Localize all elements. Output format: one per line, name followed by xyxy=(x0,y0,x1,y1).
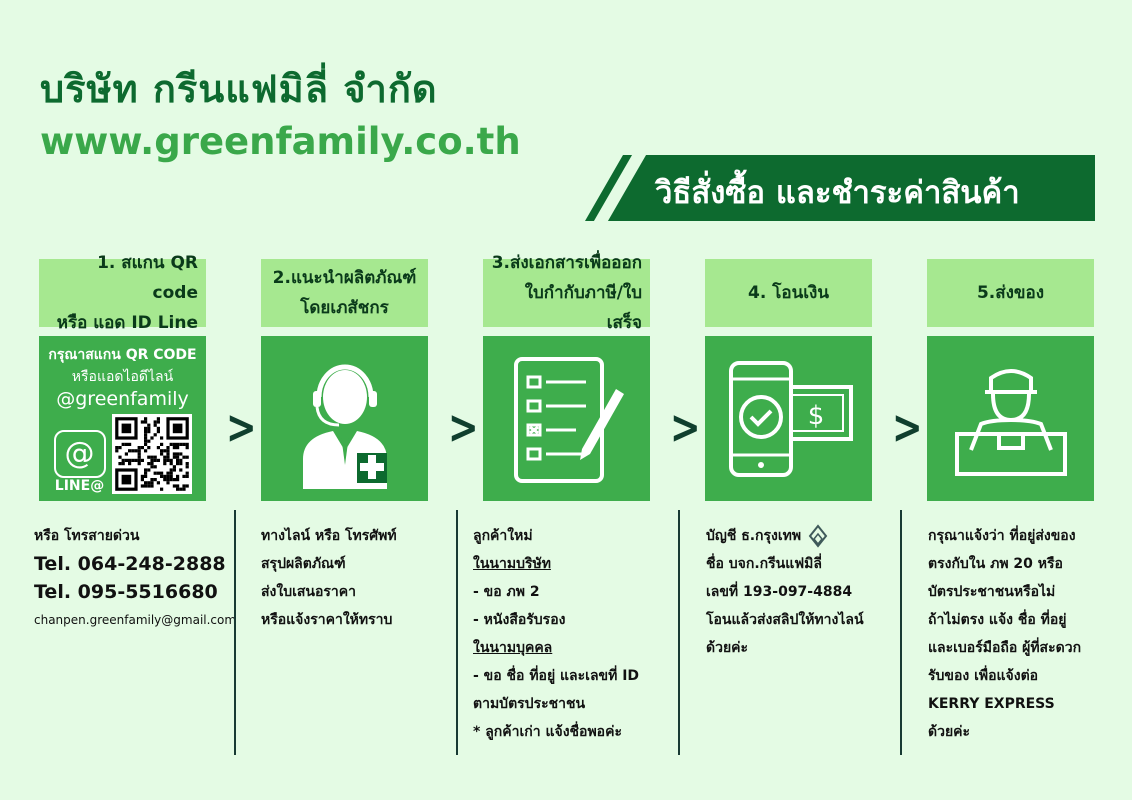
email[interactable]: chanpen.greenfamily@gmail.com xyxy=(34,613,237,627)
account-number: เลขที่ 193-097-4884 xyxy=(706,584,853,600)
text-line: ด้วยค่ะ xyxy=(928,724,971,740)
text-heading: ในนามบริษัท xyxy=(473,556,551,572)
line-id: @greenfamily xyxy=(56,388,189,410)
step-subtitle: ใบกำกับภาษี/ใบเสร็จ xyxy=(524,283,642,333)
step-5-text: กรุณาแจ้งว่า ที่อยู่ส่งของ ตรงกับใน ภพ 2… xyxy=(928,522,1081,746)
divider xyxy=(678,510,680,755)
divider xyxy=(900,510,902,755)
line-at-icon: @ xyxy=(53,430,106,478)
step-title: 1. สแกน QR code xyxy=(97,253,198,303)
bank-name: บัญชี ธ.กรุงเทพ xyxy=(706,528,802,544)
step-1-label: 1. สแกน QR code หรือ แอด ID Line xyxy=(39,253,206,333)
text-line: KERRY EXPRESS xyxy=(928,696,1055,712)
text-line: ตามบัตรประชาชน xyxy=(473,696,586,712)
line-logo: LINE@ xyxy=(54,478,105,494)
text-line: ถ้าไม่ตรง แจ้ง ชื่อ ที่อยู่ xyxy=(928,612,1067,628)
step-title: 3.ส่งเอกสารเพื่อออก xyxy=(491,253,642,273)
text-line: ด้วยค่ะ xyxy=(706,640,749,656)
step-3-text: ลูกค้าใหม่ ในนามบริษัท - ขอ ภพ 2 - หนังส… xyxy=(473,522,639,746)
banner: วิธีสั่งซื้อ และชำระค่าสินค้า xyxy=(585,155,1095,221)
step-4-label: 4. โอนเงิน xyxy=(705,259,872,327)
text-line: ส่งใบเสนอราคา xyxy=(261,584,357,600)
delivery-icon xyxy=(954,368,1067,476)
qr-code-icon[interactable] xyxy=(111,414,192,494)
step-2-text: ทางไลน์ หรือ โทรศัพท์ สรุปผลิตภัณฑ์ ส่งใ… xyxy=(261,522,397,634)
documents-box xyxy=(483,336,650,501)
banner-title: วิธีสั่งซื้อ และชำระค่าสินค้า xyxy=(655,175,1020,211)
step-title: 2.แนะนำผลิตภัณฑ์ xyxy=(272,268,417,288)
pharmacist-icon xyxy=(302,364,387,489)
account-name: ชื่อ บจก.กรีนแฟมิลี่ xyxy=(706,556,822,572)
website-url[interactable]: www.greenfamily.co.th xyxy=(40,120,521,163)
step-2-label: 2.แนะนำผลิตภัณฑ์โดยเภสัชกร xyxy=(261,259,428,327)
text-line: - หนังสือรับรอง xyxy=(473,612,566,628)
text-line: - ขอ ภพ 2 xyxy=(473,584,540,600)
qr-instruction-2: หรือแอดไอดีไลน์ xyxy=(71,369,174,385)
step-4-text: บัญชี ธ.กรุงเทพ ชื่อ บจก.กรีนแฟมิลี่ เลข… xyxy=(706,522,864,662)
mobile-payment-icon: $ xyxy=(728,360,853,477)
text-line: ทางไลน์ หรือ โทรศัพท์ xyxy=(261,528,397,544)
text-line: บัตรประชาชนหรือไม่ xyxy=(928,584,1056,600)
checklist-icon xyxy=(513,356,624,483)
text-heading: ในนามบุคคล xyxy=(473,640,553,656)
line-qr-box: กรุณาสแกน QR CODE หรือแอดไอดีไลน์ @green… xyxy=(39,336,206,501)
svg-text:$: $ xyxy=(807,401,824,431)
text-line: - ขอ ชื่อ ที่อยู่ และเลขที่ ID xyxy=(473,668,640,684)
text-line: หรือแจ้งราคาให้ทราบ xyxy=(261,612,393,628)
step-1-text: หรือ โทรสายด่วน Tel. 064-248-2888 Tel. 0… xyxy=(34,522,236,634)
phone-1[interactable]: Tel. 064-248-2888 xyxy=(34,553,226,575)
delivery-box xyxy=(927,336,1094,501)
text-line: กรุณาแจ้งว่า ที่อยู่ส่งของ xyxy=(928,528,1076,544)
company-name: บริษัท กรีนแฟมิลี่ จำกัด xyxy=(40,67,438,111)
bangkok-bank-logo-icon xyxy=(808,524,828,548)
text-line: สรุปผลิตภัณฑ์ xyxy=(261,556,346,572)
qr-instruction: กรุณาสแกน QR CODE xyxy=(48,347,197,363)
text-line: รับของ เพื่อแจ้งต่อ xyxy=(928,668,1039,684)
text-line: * ลูกค้าเก่า แจ้งชื่อพอค่ะ xyxy=(473,724,622,740)
text-line: ตรงกับใน ภพ 20 หรือ xyxy=(928,556,1063,572)
payment-box: $ xyxy=(705,336,872,501)
divider xyxy=(234,510,236,755)
step-subtitle: โดยเภสัชกร xyxy=(300,298,389,318)
arrow-right-icon: > xyxy=(447,400,479,454)
step-subtitle: หรือ แอด ID Line xyxy=(56,313,198,333)
arrow-right-icon: > xyxy=(891,400,923,454)
text-line: ลูกค้าใหม่ xyxy=(473,528,533,544)
hotline-label: หรือ โทรสายด่วน xyxy=(34,528,140,544)
text-line: โอนแล้วส่งสลิปให้ทางไลน์ xyxy=(706,612,864,628)
text-line: และเบอร์มือถือ ผู้ที่สะดวก xyxy=(928,640,1082,656)
step-5-label: 5.ส่งของ xyxy=(927,259,1094,327)
step-title: 4. โอนเงิน xyxy=(748,283,829,303)
phone-2[interactable]: Tel. 095-5516680 xyxy=(34,581,218,603)
step-title: 5.ส่งของ xyxy=(976,283,1045,303)
step-3-label: 3.ส่งเอกสารเพื่อออกใบกำกับภาษี/ใบเสร็จ xyxy=(483,253,650,333)
divider xyxy=(456,510,458,755)
arrow-right-icon: > xyxy=(669,400,701,454)
pharmacist-box xyxy=(261,336,428,501)
arrow-right-icon: > xyxy=(225,400,257,454)
